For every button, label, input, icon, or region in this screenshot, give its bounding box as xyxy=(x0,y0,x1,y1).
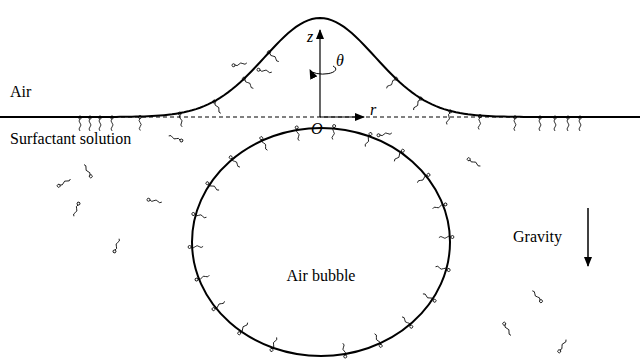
phase-label: Surfactant solution xyxy=(10,130,131,148)
gravity-arrow xyxy=(587,208,589,266)
free-surface xyxy=(0,18,640,117)
axis-label: r xyxy=(370,101,376,119)
bubble-outline xyxy=(191,127,451,357)
phase-label: Air xyxy=(10,83,31,101)
bubble-label: Air bubble xyxy=(287,267,356,285)
force-label: Gravity xyxy=(513,228,562,246)
theta-arrow xyxy=(310,66,336,74)
air-bubble: Air bubble xyxy=(191,127,451,357)
axis-label: z xyxy=(307,28,313,46)
axis-label: θ xyxy=(336,52,344,70)
surfactant-molecules xyxy=(57,50,582,358)
r-axis xyxy=(320,116,364,117)
